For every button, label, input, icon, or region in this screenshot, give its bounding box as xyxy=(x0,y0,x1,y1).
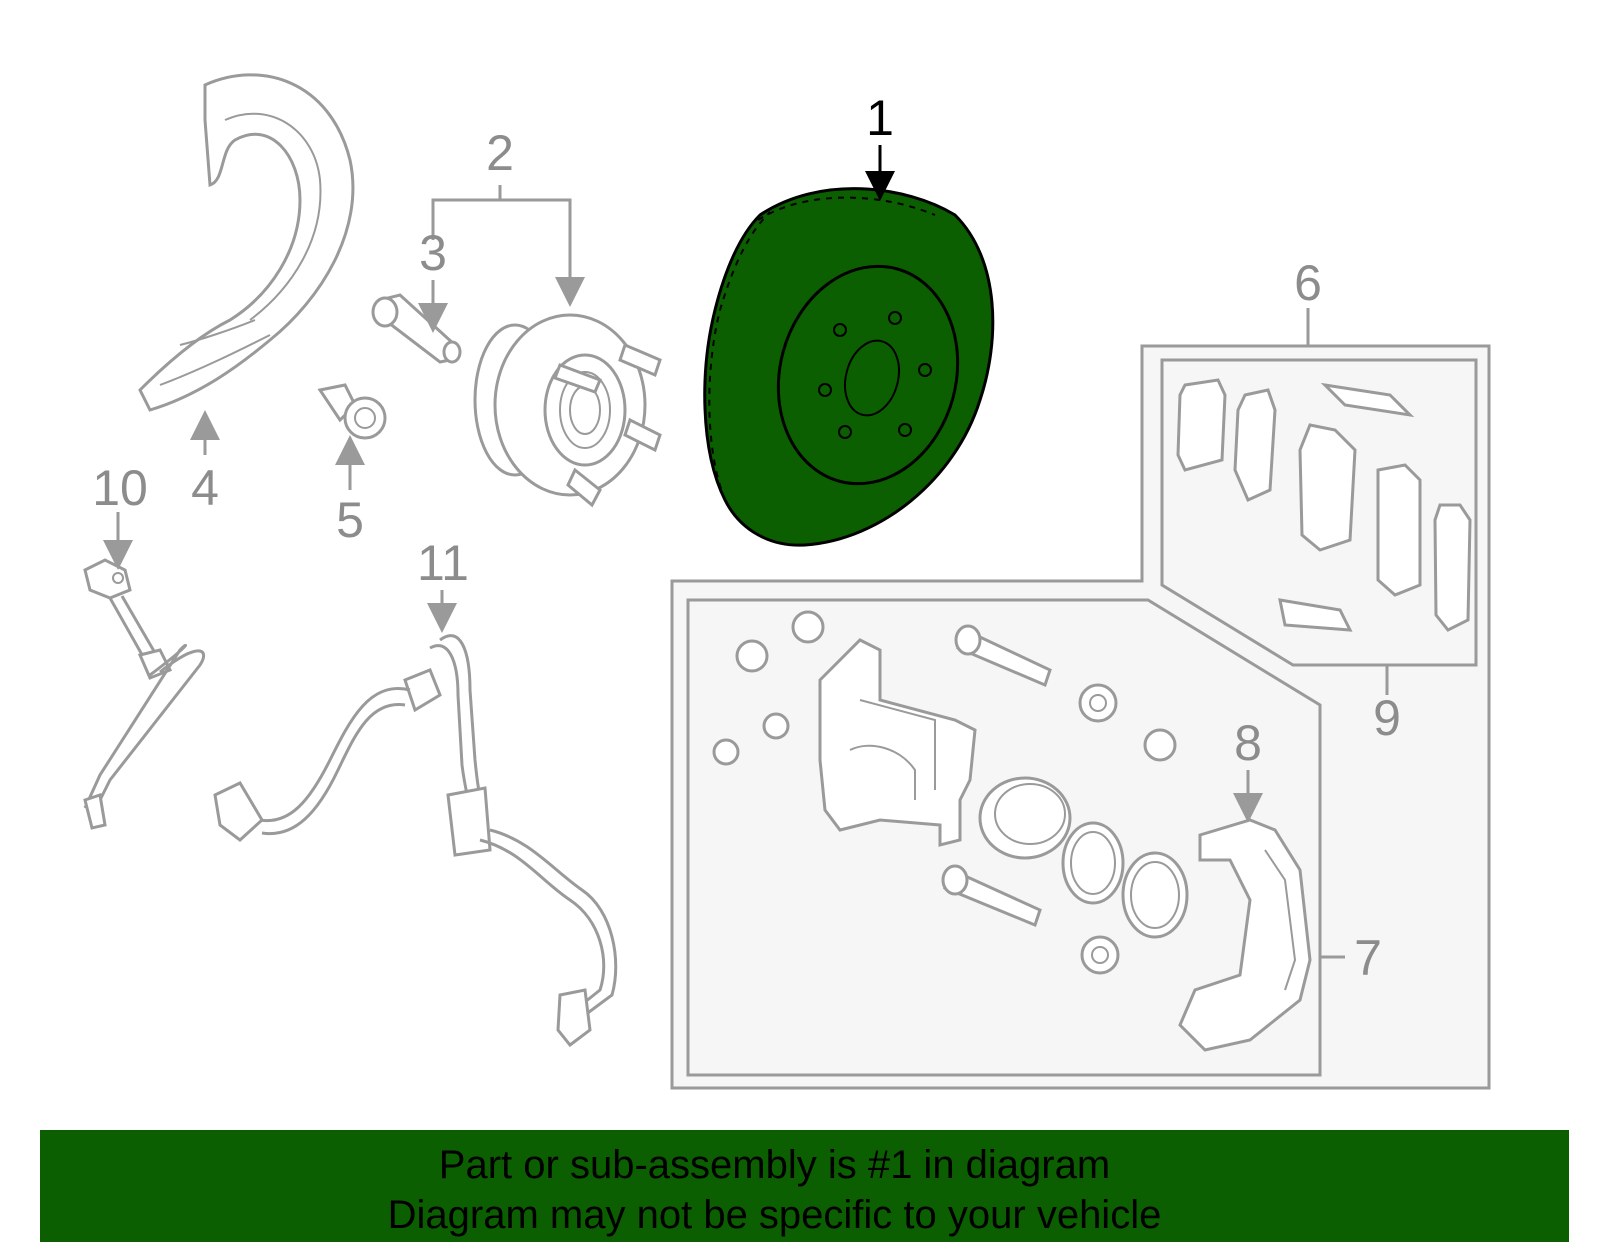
wheel-speed-sensor-part[interactable] xyxy=(213,634,618,1048)
piston-seal-part[interactable] xyxy=(978,776,1189,939)
nut-part[interactable] xyxy=(317,383,387,440)
brake-hose-part[interactable] xyxy=(83,558,206,830)
callout-11[interactable]: 11 xyxy=(417,535,469,591)
banner-line-1: Part or sub-assembly is #1 in diagram xyxy=(438,1143,1111,1187)
callout-2[interactable]: 2 xyxy=(486,125,514,181)
dust-shield-part[interactable] xyxy=(138,73,355,412)
banner-line-2: Diagram may not be specific to your vehi… xyxy=(387,1193,1162,1237)
brake-pads-part[interactable] xyxy=(1176,378,1472,632)
callout-8[interactable]: 8 xyxy=(1234,715,1262,771)
hub-bolt-part[interactable] xyxy=(371,293,462,364)
callout-5[interactable]: 5 xyxy=(336,492,364,548)
callout-9[interactable]: 9 xyxy=(1373,690,1401,746)
brake-rotor-part[interactable] xyxy=(703,187,995,547)
callout-3[interactable]: 3 xyxy=(419,225,447,281)
caliper-bracket-part[interactable] xyxy=(1178,818,1312,1052)
callout-7[interactable]: 7 xyxy=(1354,930,1382,986)
guide-pins-part[interactable] xyxy=(712,610,1177,975)
info-banner: Part or sub-assembly is #1 in diagram Di… xyxy=(40,1130,1569,1242)
callout-6[interactable]: 6 xyxy=(1294,255,1322,311)
hub-bearing-part[interactable] xyxy=(473,313,662,508)
callout-10[interactable]: 10 xyxy=(92,460,148,516)
callout-4[interactable]: 4 xyxy=(191,460,219,516)
callout-1[interactable]: 1 xyxy=(866,90,894,146)
caliper-part[interactable] xyxy=(818,638,977,847)
leader-2-bracket xyxy=(431,198,572,285)
